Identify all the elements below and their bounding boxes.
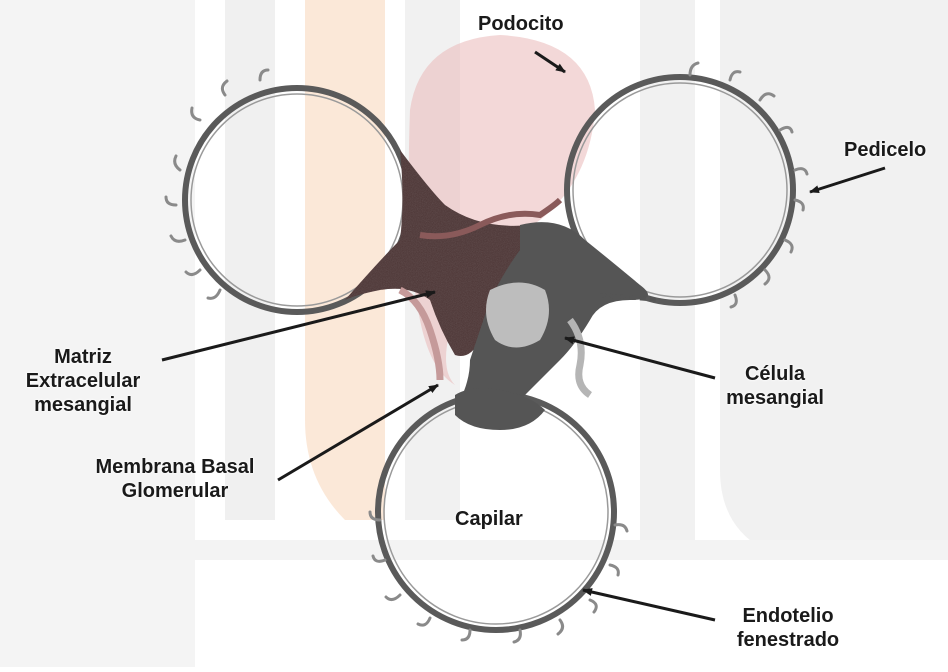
label-podocito: Podocito <box>478 12 564 36</box>
watermark-right-block <box>720 0 948 560</box>
mesangial-stalk <box>455 388 545 430</box>
watermark-orange-stripe <box>305 0 385 520</box>
mesangial-nucleus <box>486 283 549 348</box>
watermark-left-band <box>0 0 195 667</box>
label-capilar: Capilar <box>455 507 523 531</box>
arrow-endotelio <box>583 590 715 620</box>
label-membrana-basal: Membrana Basal Glomerular <box>70 455 280 503</box>
label-celula-mesangial: Célula mesangial <box>710 362 840 410</box>
watermark-stripe-1 <box>225 0 275 520</box>
label-endotelio-fenestrado: Endotelio fenestrado <box>718 604 858 652</box>
label-pedicelo: Pedicelo <box>844 138 926 162</box>
watermark-bottom-band <box>0 540 948 560</box>
gbm-right-segment <box>570 320 590 395</box>
label-matriz-extracelular: Matriz Extracelular mesangial <box>8 345 158 417</box>
arrow-matriz <box>162 292 435 360</box>
